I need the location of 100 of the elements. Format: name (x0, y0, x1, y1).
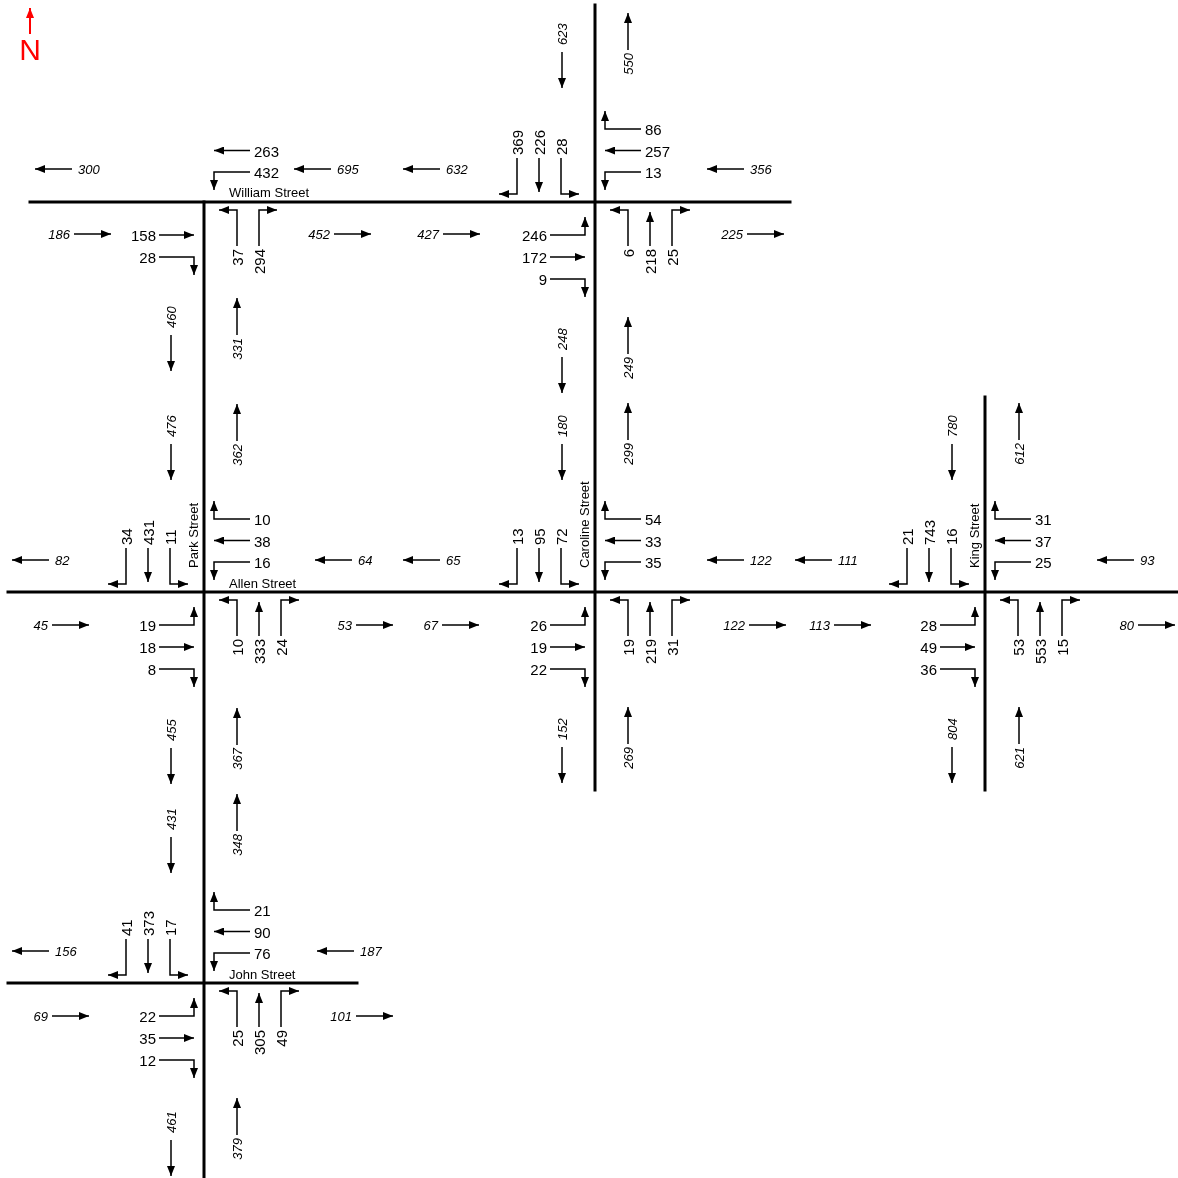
link-volume: 695 (337, 162, 359, 176)
link-volume: 249 (621, 357, 635, 379)
link-volume: 431 (164, 808, 178, 830)
turn-volume: 16 (943, 528, 959, 545)
turn-volume: 333 (251, 639, 267, 665)
turn-volume: 9 (538, 271, 547, 287)
turn-volume: 246 (521, 227, 547, 243)
link-volume: 69 (33, 1009, 48, 1023)
turn-volume: 12 (139, 1052, 156, 1068)
link-volume: 348 (230, 834, 244, 856)
turn-volume: 743 (921, 519, 937, 545)
street-name: Allen Street (229, 576, 297, 590)
turn-volume: 11 (162, 529, 178, 545)
link-volume: 82 (55, 553, 70, 567)
turn-volume: 8 (147, 661, 156, 677)
turn-volume: 19 (139, 617, 156, 633)
turn-volume: 15 (1054, 639, 1070, 656)
turn-volume: 34 (118, 528, 134, 545)
link-volume: 780 (945, 415, 959, 437)
turn-volume: 257 (645, 143, 671, 158)
turn-volume: 22 (530, 661, 547, 677)
link-volume: 122 (750, 553, 772, 567)
link-volume: 804 (945, 718, 959, 740)
link-volume: 152 (555, 718, 569, 740)
turn-volume: 369 (509, 129, 525, 155)
turn-volume: 13 (509, 528, 525, 545)
north-label: N (19, 35, 41, 65)
turn-volume: 95 (531, 528, 547, 545)
turn-volume: 35 (139, 1030, 156, 1046)
link-volume: 612 (1012, 443, 1026, 465)
turn-volume: 21 (899, 528, 915, 545)
turn-volume: 41 (118, 919, 134, 936)
link-volume: 452 (308, 227, 330, 241)
link-volume: 460 (164, 306, 178, 328)
link-volume: 248 (555, 328, 569, 350)
link-volume: 362 (230, 444, 244, 466)
link-volume: 156 (55, 944, 77, 958)
link-volume: 93 (1140, 553, 1155, 567)
turn-volume: 54 (645, 511, 662, 527)
link-volume: 67 (423, 618, 438, 632)
turn-volume: 25 (664, 249, 680, 266)
turn-volume: 26 (530, 617, 547, 633)
link-volume: 45 (33, 618, 48, 632)
turn-volume: 10 (229, 639, 245, 656)
link-volume: 379 (230, 1138, 244, 1160)
turn-volume: 21 (254, 902, 271, 918)
turn-volume: 36 (920, 661, 937, 677)
turn-volume: 219 (642, 639, 658, 665)
link-volume: 476 (164, 415, 178, 437)
turn-volume: 218 (642, 249, 658, 275)
turn-volume: 553 (1032, 639, 1048, 665)
link-volume: 113 (809, 618, 830, 632)
turn-volume: 294 (251, 249, 267, 275)
turn-volume: 22 (139, 1008, 156, 1024)
link-volume: 299 (621, 443, 635, 465)
turn-volume: 49 (920, 639, 937, 655)
turn-volume: 226 (531, 129, 547, 155)
turn-volume: 431 (140, 519, 156, 545)
link-volume: 455 (164, 719, 178, 741)
turn-volume: 373 (140, 910, 156, 936)
link-volume: 80 (1119, 618, 1134, 632)
turn-volume: 19 (620, 639, 636, 656)
turn-volume: 28 (553, 138, 569, 155)
turn-volume: 37 (1035, 533, 1052, 548)
turn-volume: 172 (521, 249, 547, 265)
link-volume: 269 (621, 747, 635, 769)
link-volume: 623 (555, 23, 569, 45)
link-volume: 187 (360, 944, 382, 958)
turn-volume: 17 (162, 919, 178, 936)
link-volume: 300 (78, 162, 100, 176)
link-volume: 53 (337, 618, 352, 632)
turn-volume: 31 (664, 639, 680, 656)
street-name: John Street (229, 967, 296, 981)
turn-volume: 432 (254, 164, 280, 180)
turn-volume: 263 (254, 143, 280, 158)
street-name: Park Street (186, 502, 200, 568)
turn-volume: 49 (273, 1030, 289, 1047)
link-volume: 65 (446, 553, 461, 567)
link-volume: 356 (750, 162, 772, 176)
street-name: Caroline Street (577, 481, 591, 568)
link-volume: 331 (230, 338, 244, 360)
turn-volume: 13 (645, 164, 662, 180)
link-volume: 122 (723, 618, 745, 632)
turn-volume: 53 (1010, 639, 1026, 656)
turn-volume: 33 (645, 533, 662, 548)
turn-volume: 72 (553, 528, 569, 545)
turn-volume: 28 (920, 617, 937, 633)
link-volume: 225 (721, 227, 743, 241)
turn-volume: 24 (273, 639, 289, 656)
turn-volume: 18 (139, 639, 156, 655)
turn-volume: 38 (254, 533, 271, 548)
link-volume: 550 (621, 53, 635, 75)
turn-volume: 19 (530, 639, 547, 655)
link-volume: 180 (555, 415, 569, 437)
link-volume: 427 (417, 227, 439, 241)
turn-volume: 10 (254, 511, 271, 527)
turn-volume: 76 (254, 945, 271, 961)
link-volume: 101 (330, 1009, 352, 1023)
link-volume: 64 (358, 553, 373, 567)
link-volume: 367 (230, 748, 244, 770)
